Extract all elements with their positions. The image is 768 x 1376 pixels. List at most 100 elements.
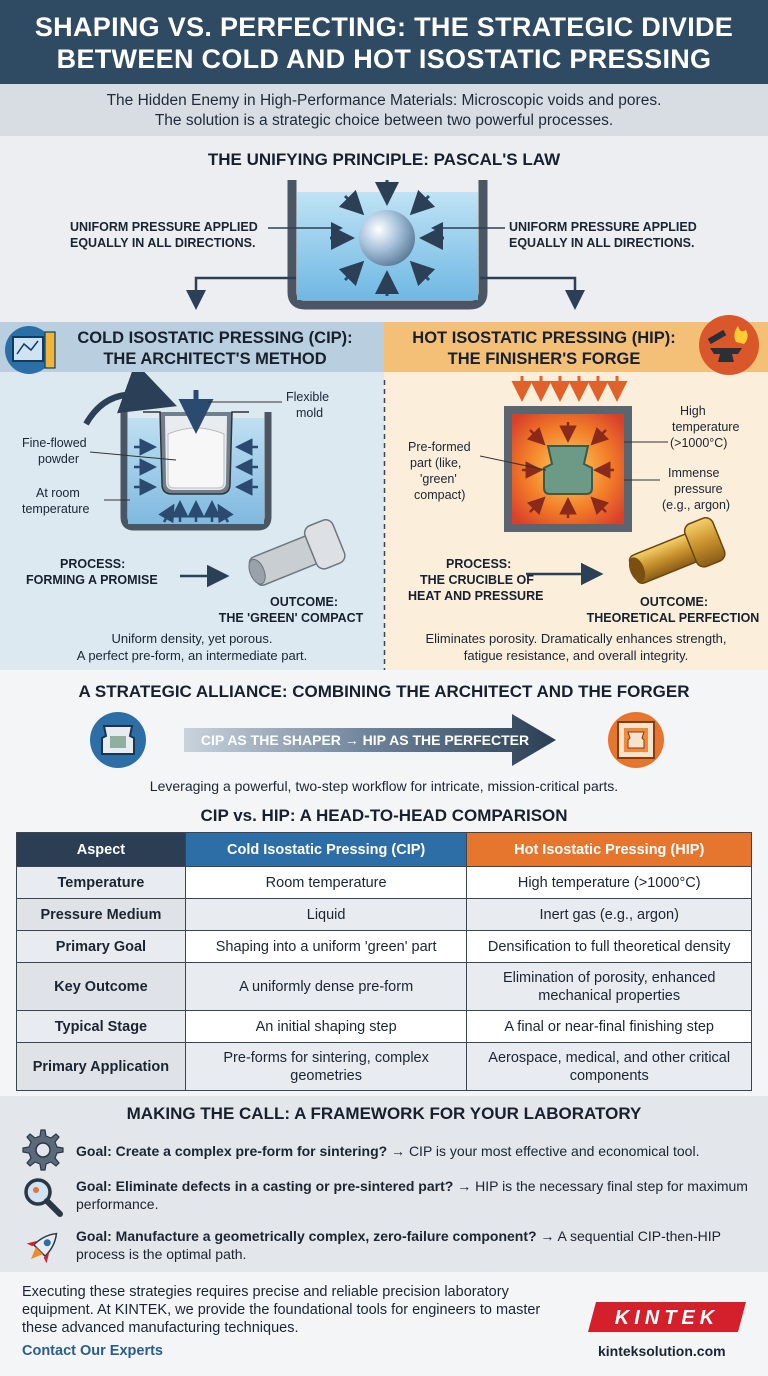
cip-pressure-arrows (134, 438, 258, 524)
hip-temp-label-line-3: (>1000°C) (670, 436, 728, 450)
table-row: Key Outcome A uniformly dense pre-form E… (16, 962, 752, 1011)
framework-answer-2: → HIP is the necessary final step for ma… (76, 1178, 748, 1212)
cip-header (0, 322, 384, 372)
cip-process-name: FORMING A PROMISE (26, 573, 158, 587)
framework-item-3: Goal: Manufacture a geometrically comple… (76, 1227, 756, 1263)
principle-title: THE UNIFYING PRINCIPLE: PASCAL'S LAW (207, 150, 561, 169)
green-compact-part (248, 519, 346, 587)
left-pressure-label-line-2: EQUALLY IN ALL DIRECTIONS. (70, 236, 256, 250)
hip-desc-line-2: fatigue resistance, and overall integrit… (463, 648, 689, 663)
framework-goal-3: Goal: Manufacture a geometrically comple… (76, 1228, 537, 1244)
table-cell-aspect: Temperature (16, 866, 186, 899)
framework-goal-2: Goal: Eliminate defects in a casting or … (76, 1178, 454, 1194)
framework-section (0, 1096, 768, 1272)
table-cell-hip: Elimination of porosity, enhanced mechan… (466, 962, 752, 1011)
hip-outcome-name: THEORETICAL PERFECTION (586, 611, 760, 625)
table-cell-cip: Pre-forms for sintering, complex geometr… (184, 1042, 468, 1091)
cip-diagram (83, 372, 346, 588)
table-cell-hip: High temperature (>1000°C) (466, 866, 752, 899)
comparison-table: Aspect Cold Isostatic Pressing (CIP) Hot… (16, 832, 752, 1091)
footer-text: Executing these strategies requires prec… (22, 1284, 541, 1336)
alliance-arrow-text: CIP AS THE SHAPER → HIP AS THE PERFECTER (200, 732, 530, 748)
hip-top-arrows (511, 376, 628, 402)
gear-icon (22, 1129, 64, 1171)
cip-outcome-label: OUTCOME: (269, 595, 339, 609)
right-pressure-label-line-2: EQUALLY IN ALL DIRECTIONS. (509, 236, 695, 250)
table-cell-hip: Inert gas (e.g., argon) (466, 898, 752, 931)
alliance-title: A STRATEGIC ALLIANCE: COMBINING THE ARCH… (78, 682, 690, 701)
table-cell-cip: Shaping into a uniform 'green' part (184, 930, 468, 963)
hip-title-line-2: THE FINISHER'S FORGE (447, 350, 641, 368)
framework-item-2: Goal: Eliminate defects in a casting or … (76, 1177, 756, 1213)
hip-part-label-line-4: compact) (414, 488, 466, 502)
table-cell-cip: Liquid (184, 898, 468, 931)
table-cell-aspect: Typical Stage (16, 1010, 186, 1043)
alliance-subtitle: Leveraging a powerful, two-step workflow… (149, 778, 619, 794)
alliance-diagram (90, 712, 664, 768)
hip-desc-line-1: Eliminates porosity. Dramatically enhanc… (425, 631, 727, 646)
header-banner: SHAPING VS. PERFECTING: THE STRATEGIC DI… (0, 0, 768, 84)
kintek-logo-text: KINTEK (615, 1307, 719, 1329)
table-header-cip: Cold Isostatic Pressing (CIP) (184, 832, 468, 867)
framework-goal-1: Goal: Create a complex pre-form for sint… (76, 1143, 388, 1159)
framework-answer-1: → CIP is your most effective and economi… (387, 1143, 700, 1159)
hip-process-label: PROCESS: (446, 557, 512, 571)
table-cell-cip: A uniformly dense pre-form (184, 962, 468, 1011)
blueprint-icon (5, 326, 56, 374)
hip-temp-label-line-2: temperature (672, 420, 740, 434)
table-header-aspect: Aspect (16, 832, 186, 867)
framework-answer-3: → A sequential CIP-then-HIP process is t… (76, 1228, 721, 1262)
table-cell-aspect: Pressure Medium (16, 898, 186, 931)
hip-pressure-label-line-3: (e.g., argon) (662, 498, 731, 512)
powder-label-line-1: Fine-flowed (22, 436, 87, 450)
pressure-arrows (330, 180, 444, 296)
hip-part-icon (608, 712, 664, 768)
cip-process-label: PROCESS: (60, 557, 126, 571)
table-cell-hip: Aerospace, medical, and other critical c… (466, 1042, 752, 1091)
hip-preformed-part (543, 445, 593, 495)
kintek-logo: KINTEK (588, 1302, 746, 1332)
sphere-part (359, 210, 415, 266)
hip-diagram (479, 376, 726, 586)
table-header-hip: Hot Isostatic Pressing (HIP) (466, 832, 752, 867)
table-cell-hip: A final or near-final finishing step (466, 1010, 752, 1043)
contact-experts-link[interactable]: Contact Our Experts (22, 1343, 163, 1359)
rocket-icon (26, 1232, 58, 1264)
intro-line-1: The Hidden Enemy in High-Performance Mat… (106, 92, 662, 109)
hip-pressure-arrows (522, 422, 614, 518)
pascal-diagram (186, 180, 585, 310)
anvil-fire-icon (699, 315, 759, 375)
table-row: Temperature Room temperature High temper… (16, 866, 752, 899)
cip-title-line-1: COLD ISOSTATIC PRESSING (CIP): (77, 329, 353, 347)
website-link[interactable]: kinteksolution.com (598, 1343, 726, 1359)
table-row: Primary Goal Shaping into a uniform 'gre… (16, 930, 752, 963)
room-temp-label-line-2: temperature (22, 502, 90, 516)
table-cell-aspect: Key Outcome (16, 962, 186, 1011)
panel-divider (383, 380, 386, 670)
cip-desc-line-2: A perfect pre-form, an intermediate part… (76, 648, 308, 663)
table-cell-cip: An initial shaping step (184, 1010, 468, 1043)
hip-process-name-line-1: THE CRUCIBLE OF (420, 573, 534, 587)
framework-item-1: Goal: Create a complex pre-form for sint… (76, 1142, 756, 1160)
comparison-title: CIP vs. HIP: A HEAD-TO-HEAD COMPARISON (200, 806, 568, 825)
room-temp-label-line-1: At room (36, 486, 80, 500)
hip-part-label-line-3: 'green' (420, 472, 457, 486)
page-title-line-1: SHAPING VS. PERFECTING: THE STRATEGIC DI… (34, 12, 734, 42)
table-cell-hip: Densification to full theoretical densit… (466, 930, 752, 963)
alliance-arrow (184, 714, 556, 766)
hip-part-label-line-1: Pre-formed (408, 440, 471, 454)
intro-band: The Hidden Enemy in High-Performance Mat… (0, 84, 768, 136)
cip-outcome-name: THE 'GREEN' COMPACT (218, 611, 364, 625)
table-row: Primary Application Pre-forms for sinter… (16, 1042, 752, 1091)
flexible-mold-label-line-1: Flexible (286, 390, 330, 404)
left-pressure-label-line-1: UNIFORM PRESSURE APPLIED (70, 220, 258, 234)
intro-line-2: The solution is a strategic choice betwe… (154, 112, 614, 129)
flexible-mold-label-line-2: mold (296, 406, 324, 420)
hip-title-line-1: HOT ISOSTATIC PRESSING (HIP): (412, 329, 676, 347)
table-cell-aspect: Primary Application (16, 1042, 186, 1091)
hip-pressure-label-line-1: Immense (668, 466, 720, 480)
cip-desc-line-1: Uniform density, yet porous. (111, 631, 273, 646)
right-pressure-label-line-1: UNIFORM PRESSURE APPLIED (509, 220, 697, 234)
hip-part-label-line-2: part (like, (410, 456, 462, 470)
page-title-line-2: BETWEEN COLD AND HOT ISOSTATIC PRESSING (56, 44, 712, 74)
